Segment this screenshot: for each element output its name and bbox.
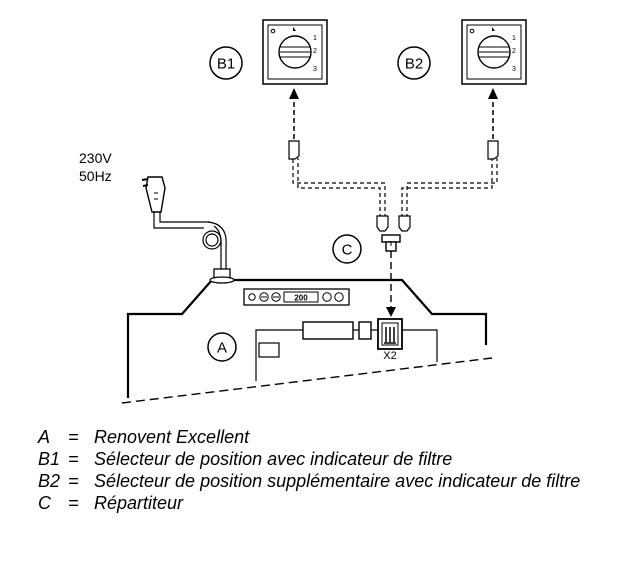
power-cable	[153, 212, 227, 270]
selector-b1-pos-3: 3	[313, 66, 317, 73]
legend-item-b1: B1 = Sélecteur de position avec indicate…	[38, 448, 618, 470]
mains-plug-icon	[141, 176, 166, 213]
legend-item-c: C = Répartiteur	[38, 492, 618, 514]
selector-b2-pos-3: 3	[512, 66, 516, 73]
selector-b1-pos-1: 1	[313, 35, 317, 42]
unit-a-housing	[121, 278, 493, 404]
callout-a: A	[207, 332, 237, 362]
legend: A = Renovent Excellent B1 = Sélecteur de…	[38, 426, 618, 514]
splitter-to-x2-arrow	[386, 251, 396, 317]
legend-key: C	[38, 493, 51, 513]
selector-cables	[292, 158, 498, 218]
selector-b1-icon: 1 2 3	[262, 19, 328, 85]
power-voltage: 230V	[79, 150, 112, 166]
connector-x2-label: X2	[383, 350, 396, 362]
selector-b2-pos-1: 1	[512, 35, 516, 42]
selector-b2-icon: 1 2 3	[461, 19, 527, 85]
svg-text:A: A	[217, 340, 227, 357]
callout-c: C	[332, 234, 362, 264]
legend-text: Sélecteur de position avec indicateur de…	[94, 449, 453, 469]
legend-item-a: A = Renovent Excellent	[38, 426, 618, 448]
legend-text: Sélecteur de position supplémentaire ave…	[94, 471, 581, 491]
selector-arrows	[289, 88, 498, 139]
internal-wiring	[255, 321, 438, 381]
selector-b2-pos-2: 2	[512, 48, 516, 55]
svg-text:B1: B1	[217, 56, 235, 73]
selector-b1-pos-2: 2	[313, 48, 317, 55]
legend-key: A	[38, 427, 51, 447]
power-frequency: 50Hz	[79, 168, 112, 184]
control-panel: 200	[243, 288, 350, 306]
display-readout: 200	[294, 294, 308, 303]
legend-key: B1	[38, 449, 61, 469]
callout-b2: B2	[397, 46, 431, 80]
legend-item-b2: B2 = Sélecteur de position supplémentair…	[38, 470, 618, 492]
svg-text:B2: B2	[405, 56, 423, 73]
legend-key: B2	[38, 471, 61, 491]
cable-gland	[209, 268, 235, 284]
connector-x2	[377, 318, 403, 350]
wiring-diagram: 200 X2 230V 50Hz	[79, 19, 527, 404]
callout-b1: B1	[209, 46, 243, 80]
legend-text: Renovent Excellent	[94, 427, 250, 447]
cable-plugs	[288, 140, 499, 232]
splitter-c-icon	[381, 234, 401, 252]
legend-text: Répartiteur	[94, 493, 184, 513]
svg-text:C: C	[342, 242, 353, 259]
